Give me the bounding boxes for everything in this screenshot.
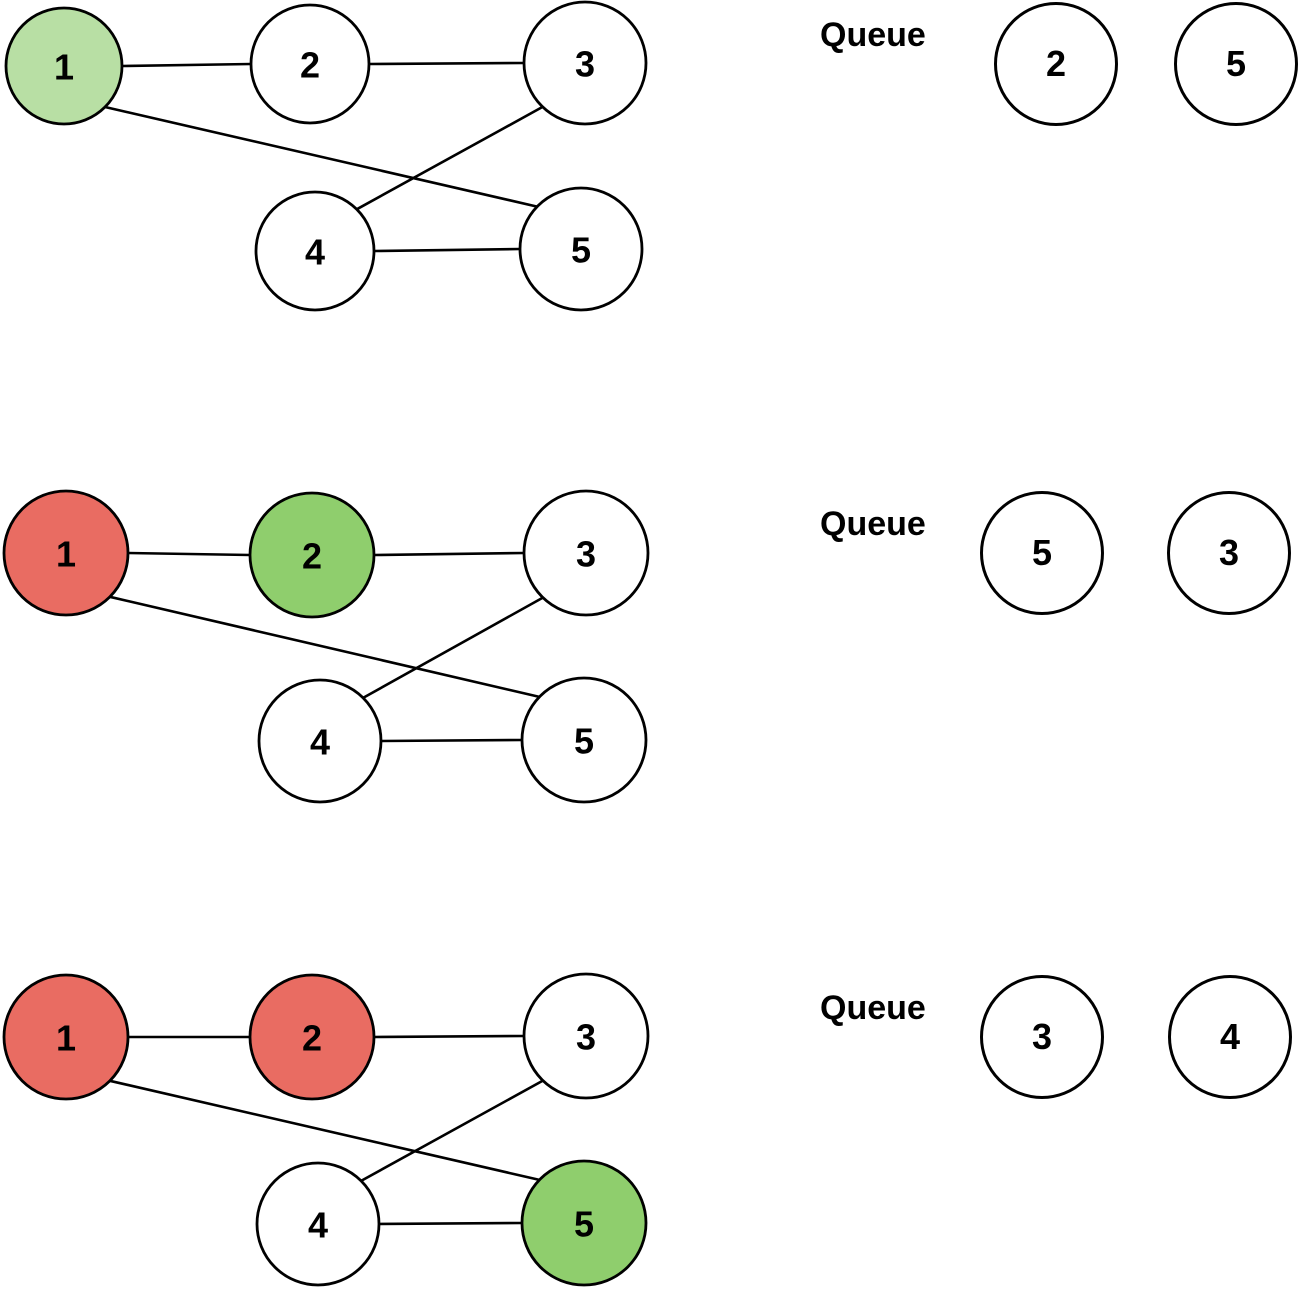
edge-1-2	[121, 62, 252, 68]
graph-node-label-2: 2	[300, 45, 320, 86]
graph-node-label-1: 1	[56, 534, 76, 575]
graph-node-label-3: 3	[576, 1017, 596, 1058]
graph-node-4	[257, 678, 383, 804]
queue-label: Queue	[820, 16, 926, 54]
graph-node-label-5: 5	[574, 721, 594, 762]
graph-node-5	[520, 676, 648, 804]
graph-node-2	[248, 973, 376, 1101]
edge-2-3	[373, 551, 525, 557]
bfs-step-3-panel: 1 2 3 4 5 Queue 3 4	[0, 971, 1300, 1311]
queue-label: Queue	[820, 989, 926, 1027]
queue-item-circle-1: 5	[980, 491, 1104, 615]
edge-1-5	[104, 105, 538, 208]
queue-item-label: 2	[1045, 43, 1067, 84]
graph-node-4	[255, 1161, 381, 1287]
queue-item-circle-2: 3	[1167, 491, 1291, 615]
queue-item-circle-1: 2	[994, 2, 1118, 126]
graph-node-label-5: 5	[571, 230, 591, 271]
edge-4-5	[373, 247, 521, 253]
edge-4-5	[380, 738, 523, 743]
graph-node-3	[522, 0, 648, 126]
graph-node-label-5: 5	[574, 1204, 594, 1245]
graph-node-label-2: 2	[302, 1018, 322, 1059]
bfs-step-3-graph: 1 2 3 4 5	[2, 972, 650, 1287]
graph-node-label-3: 3	[575, 44, 595, 85]
graph-node-label-1: 1	[56, 1018, 76, 1059]
edge-4-5	[378, 1221, 523, 1226]
graph-node-1	[4, 6, 124, 126]
bfs-step-1-graph: 1 2 3 4 5	[4, 0, 648, 312]
edge-2-3	[373, 1034, 525, 1039]
graph-node-2	[249, 3, 371, 125]
graph-node-label-1: 1	[54, 47, 74, 88]
queue-item-label: 5	[1225, 43, 1247, 84]
graph-node-3	[522, 489, 650, 617]
queue-item-label: 3	[1031, 1016, 1053, 1057]
edge-3-4	[362, 596, 544, 700]
edge-1-5	[109, 595, 540, 699]
graph-node-4	[254, 190, 376, 312]
graph-node-label-4: 4	[308, 1205, 328, 1246]
graph-node-label-4: 4	[310, 722, 330, 763]
queue-item-label: 3	[1218, 532, 1240, 573]
queue-item-circle-2: 4	[1168, 975, 1292, 1099]
graph-node-3	[522, 972, 650, 1100]
edge-3-4	[356, 105, 544, 211]
graph-node-2	[248, 491, 376, 619]
queue-item-label: 4	[1219, 1016, 1241, 1057]
edge-3-4	[360, 1079, 544, 1183]
graph-node-1	[2, 973, 130, 1101]
edge-2-3	[368, 61, 525, 66]
graph-node-1	[2, 489, 130, 617]
edge-1-5	[109, 1079, 540, 1182]
graph-node-5	[518, 186, 644, 312]
graph-node-label-4: 4	[305, 232, 325, 273]
graph-node-label-3: 3	[576, 534, 596, 575]
graph-node-label-2: 2	[302, 536, 322, 577]
queue-label: Queue	[820, 505, 926, 543]
queue-item-label: 5	[1031, 532, 1053, 573]
queue-item-circle-1: 3	[980, 975, 1104, 1099]
bfs-step-1-panel: 1 2 3 4 5 Queue 2 5	[0, 0, 1300, 340]
queue-item-circle-2: 5	[1174, 2, 1298, 126]
bfs-step-2-graph: 1 2 3 4 5	[2, 489, 650, 804]
edge-1-2	[127, 551, 251, 557]
bfs-step-2-panel: 1 2 3 4 5 Queue 5 3	[0, 487, 1300, 827]
graph-node-5	[520, 1159, 648, 1287]
